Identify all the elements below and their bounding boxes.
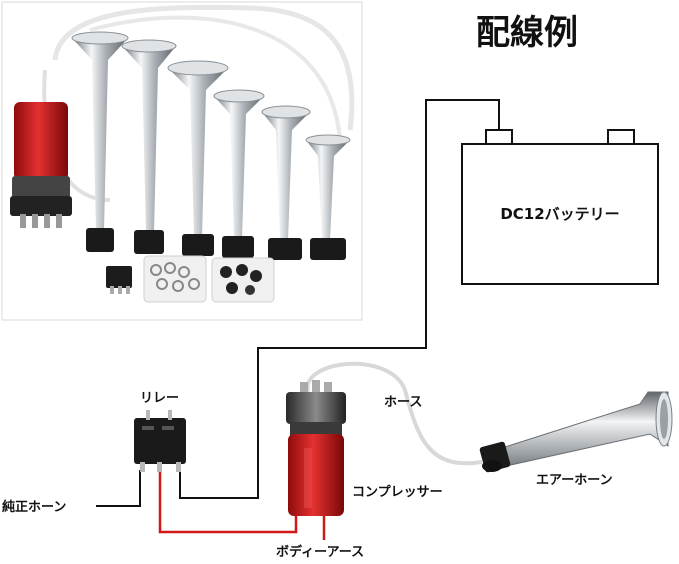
battery-label: DC12バッテリー: [500, 205, 619, 223]
fittings-bag-photo: [143, 255, 207, 303]
product-photo: [1, 1, 363, 321]
relay-label: リレー: [140, 391, 179, 406]
relay: [134, 410, 186, 472]
air-horn: [479, 391, 673, 473]
diagram-title: 配線例: [476, 13, 578, 53]
hardware-bag-photo: [211, 257, 275, 303]
trumpet-horns-photo: [71, 31, 351, 260]
air-hose: [305, 361, 483, 466]
compressor-photo: [10, 102, 72, 228]
compressor: [286, 380, 346, 516]
positive-wire: [179, 99, 500, 499]
hose-label: ホース: [384, 395, 422, 410]
stock-horn-label: 純正ホーン: [2, 499, 66, 515]
compressor-label: コンプレッサー: [352, 485, 443, 500]
air-horn-label: エアーホーン: [536, 473, 613, 488]
stock-horn-wire: [96, 470, 141, 507]
relay-photo: [106, 266, 132, 294]
battery: DC12バッテリー: [461, 129, 659, 285]
ground-wire: [158, 470, 326, 540]
body-ground-label: ボディーアース: [276, 544, 364, 560]
